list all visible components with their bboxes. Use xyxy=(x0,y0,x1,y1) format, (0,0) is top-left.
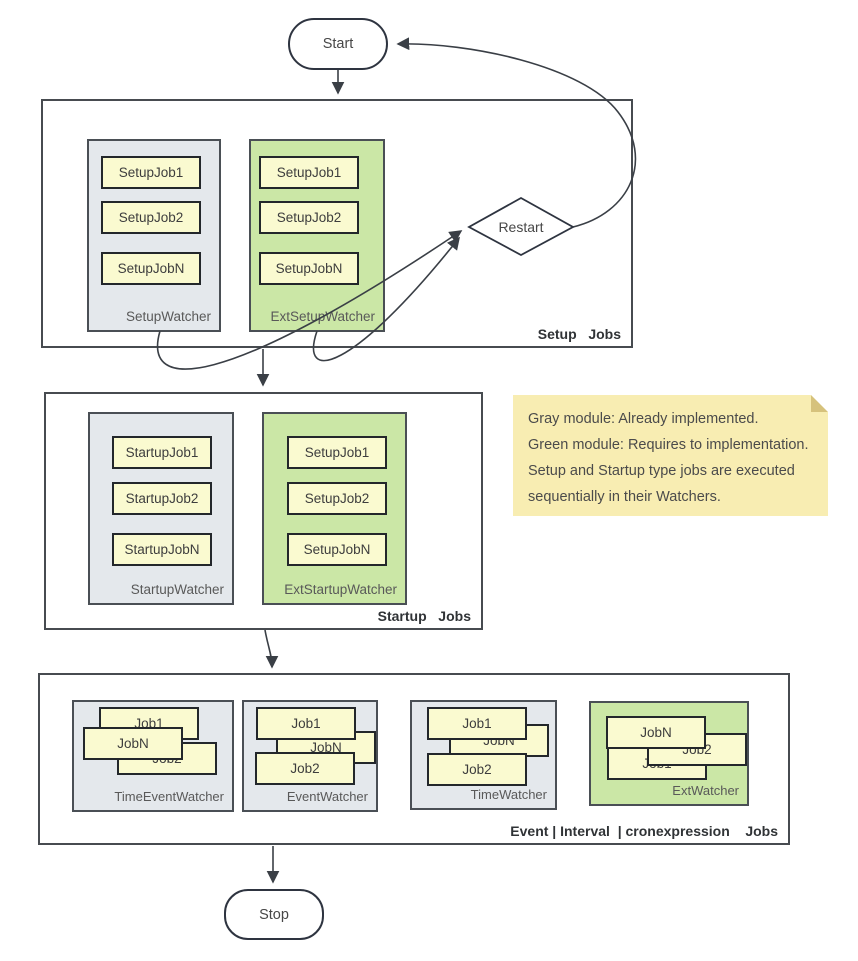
legend-note: Gray module: Already implemented. Green … xyxy=(513,395,828,516)
job-box: SetupJob2 xyxy=(259,201,359,234)
ext-setup-watcher: SetupJob1 SetupJob2 SetupJobN ExtSetupWa… xyxy=(249,139,385,332)
job-box: Job1 xyxy=(256,707,356,740)
job-box: Job1 xyxy=(427,707,527,740)
watcher-label: ExtSetupWatcher xyxy=(270,309,375,324)
job-box: SetupJobN xyxy=(101,252,201,285)
edge-startup-to-event xyxy=(264,629,279,669)
job-box: Job2 xyxy=(427,753,527,786)
watcher-label: ExtStartupWatcher xyxy=(284,582,397,597)
ext-watcher: Job1 Job2 JobN ExtWatcher xyxy=(589,701,749,806)
watcher-label: SetupWatcher xyxy=(125,309,211,324)
job-box: SetupJobN xyxy=(287,533,387,566)
event-jobs-section: Job2 Job1 JobN TimeEventWatcher JobN Job… xyxy=(38,673,790,845)
setup-watcher: SetupJob1 SetupJob2 SetupJobN SetupWatch… xyxy=(87,139,221,332)
job-box: JobN xyxy=(606,716,706,749)
job-box: JobN xyxy=(83,727,183,760)
watcher-label: ExtWatcher xyxy=(672,783,739,798)
job-box: StartupJob1 xyxy=(112,436,212,469)
stop-node: Stop xyxy=(224,889,324,940)
job-box: StartupJobN xyxy=(112,533,212,566)
note-line: Setup and Startup type jobs are executed xyxy=(528,463,795,479)
job-box: Job2 xyxy=(255,752,355,785)
job-box: SetupJob1 xyxy=(259,156,359,189)
job-box: SetupJob1 xyxy=(101,156,201,189)
start-node: Start xyxy=(288,18,388,70)
job-box: SetupJob2 xyxy=(287,482,387,515)
job-box: StartupJob2 xyxy=(112,482,212,515)
watcher-label: StartupWatcher xyxy=(130,582,224,597)
time-watcher: JobN Job1 Job2 TimeWatcher xyxy=(410,700,557,810)
watcher-label: EventWatcher xyxy=(286,789,368,804)
note-fold-corner xyxy=(811,395,828,412)
job-box: SetupJobN xyxy=(259,252,359,285)
note-line: Green module: Requires to implementation… xyxy=(528,437,809,453)
startup-watcher: StartupJob1 StartupJob2 StartupJobN Star… xyxy=(88,412,234,605)
ext-startup-watcher: SetupJob1 SetupJob2 SetupJobN ExtStartup… xyxy=(262,412,407,605)
job-box: SetupJob1 xyxy=(287,436,387,469)
note-line: sequentially in their Watchers. xyxy=(528,489,721,505)
section-label-startup: Startup Jobs xyxy=(377,608,471,624)
time-event-watcher: Job2 Job1 JobN TimeEventWatcher xyxy=(72,700,234,812)
section-label-setup: Setup Jobs xyxy=(537,326,621,342)
restart-node-label: Restart xyxy=(498,219,544,235)
section-label-event: Event | Interval | cronexpression Jobs xyxy=(510,823,778,839)
event-watcher: JobN Job1 Job2 EventWatcher xyxy=(242,700,378,812)
startup-jobs-section: StartupJob1 StartupJob2 StartupJobN Star… xyxy=(44,392,483,630)
watcher-label: TimeWatcher xyxy=(470,787,547,802)
note-line: Gray module: Already implemented. xyxy=(528,411,759,427)
watcher-label: TimeEventWatcher xyxy=(114,789,224,804)
job-box: SetupJob2 xyxy=(101,201,201,234)
